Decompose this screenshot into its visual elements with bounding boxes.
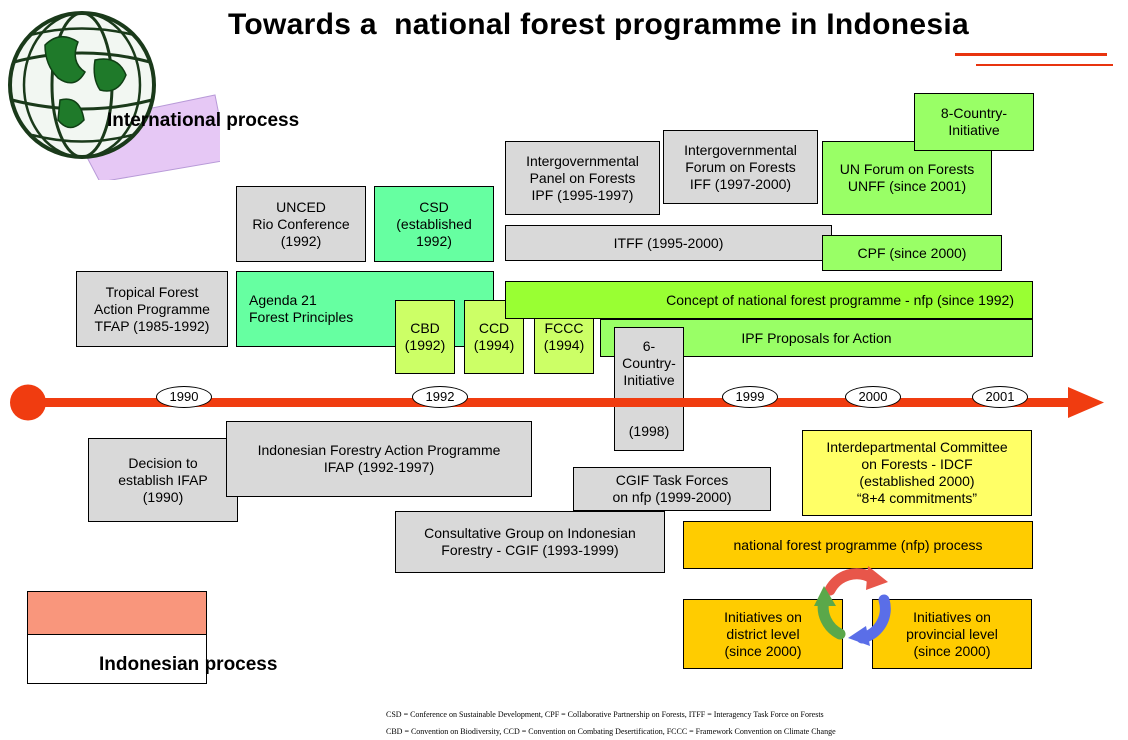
year-marker-2000: 2000 bbox=[845, 386, 901, 408]
tfap-box: Tropical Forest Action Programme TFAP (1… bbox=[76, 271, 228, 347]
agenda21-box: Agenda 21 Forest Principles bbox=[236, 271, 494, 347]
footnote-line-2: CBD = Convention on Biodiversity, CCD = … bbox=[386, 727, 836, 736]
csd-box: CSD (established 1992) bbox=[374, 186, 494, 262]
cycle-arrows-icon bbox=[810, 560, 900, 650]
timeline-arrow bbox=[0, 378, 1128, 428]
six-country-initiative-box: 6- Country- Initiative (1998) bbox=[614, 327, 684, 451]
cgif-task-forces-box: CGIF Task Forces on nfp (1999-2000) bbox=[573, 467, 771, 511]
district-initiatives-box: Initiatives on district level (since 200… bbox=[683, 599, 843, 669]
title-rule-top bbox=[955, 53, 1107, 56]
year-marker-1992: 1992 bbox=[412, 386, 468, 408]
nfp-concept-box: Concept of national forest programme - n… bbox=[505, 281, 1033, 319]
year-marker-1990: 1990 bbox=[156, 386, 212, 408]
indonesian-process-heading: Indonesian process bbox=[99, 654, 278, 675]
footnote-line-1: CSD = Conference on Sustainable Developm… bbox=[386, 710, 824, 719]
ipf-box: Intergovernmental Panel on Forests IPF (… bbox=[505, 141, 660, 215]
nfp-process-box: national forest programme (nfp) process bbox=[683, 521, 1033, 569]
idcf-box: Interdepartmental Committee on Forests -… bbox=[802, 430, 1032, 516]
ifap-box: Indonesian Forestry Action Programme IFA… bbox=[226, 421, 532, 497]
eight-country-initiative-box: 8-Country- Initiative bbox=[914, 93, 1034, 151]
year-marker-2001: 2001 bbox=[972, 386, 1028, 408]
unced-box: UNCED Rio Conference (1992) bbox=[236, 186, 366, 262]
legend-box-international bbox=[27, 591, 207, 635]
globe-icon bbox=[0, 0, 229, 183]
page-title: Towards a national forest programme in I… bbox=[228, 8, 969, 41]
year-marker-1999: 1999 bbox=[722, 386, 778, 408]
unff-box: UN Forum on Forests UNFF (since 2001) bbox=[822, 141, 992, 215]
decision-ifap-box: Decision to establish IFAP (1990) bbox=[88, 438, 238, 522]
cgif-box: Consultative Group on Indonesian Forestr… bbox=[395, 511, 665, 573]
iff-box: Intergovernmental Forum on Forests IFF (… bbox=[663, 130, 818, 204]
legend-box-indonesian bbox=[27, 634, 207, 684]
international-process-heading: International process bbox=[107, 110, 300, 131]
itff-box: ITFF (1995-2000) bbox=[505, 225, 832, 261]
provincial-initiatives-box: Initiatives on provincial level (since 2… bbox=[872, 599, 1032, 669]
cpf-box: CPF (since 2000) bbox=[822, 235, 1002, 271]
ccd-box: CCD (1994) bbox=[464, 300, 524, 374]
title-rule-bottom bbox=[976, 64, 1113, 66]
cbd-box: CBD (1992) bbox=[395, 300, 455, 374]
